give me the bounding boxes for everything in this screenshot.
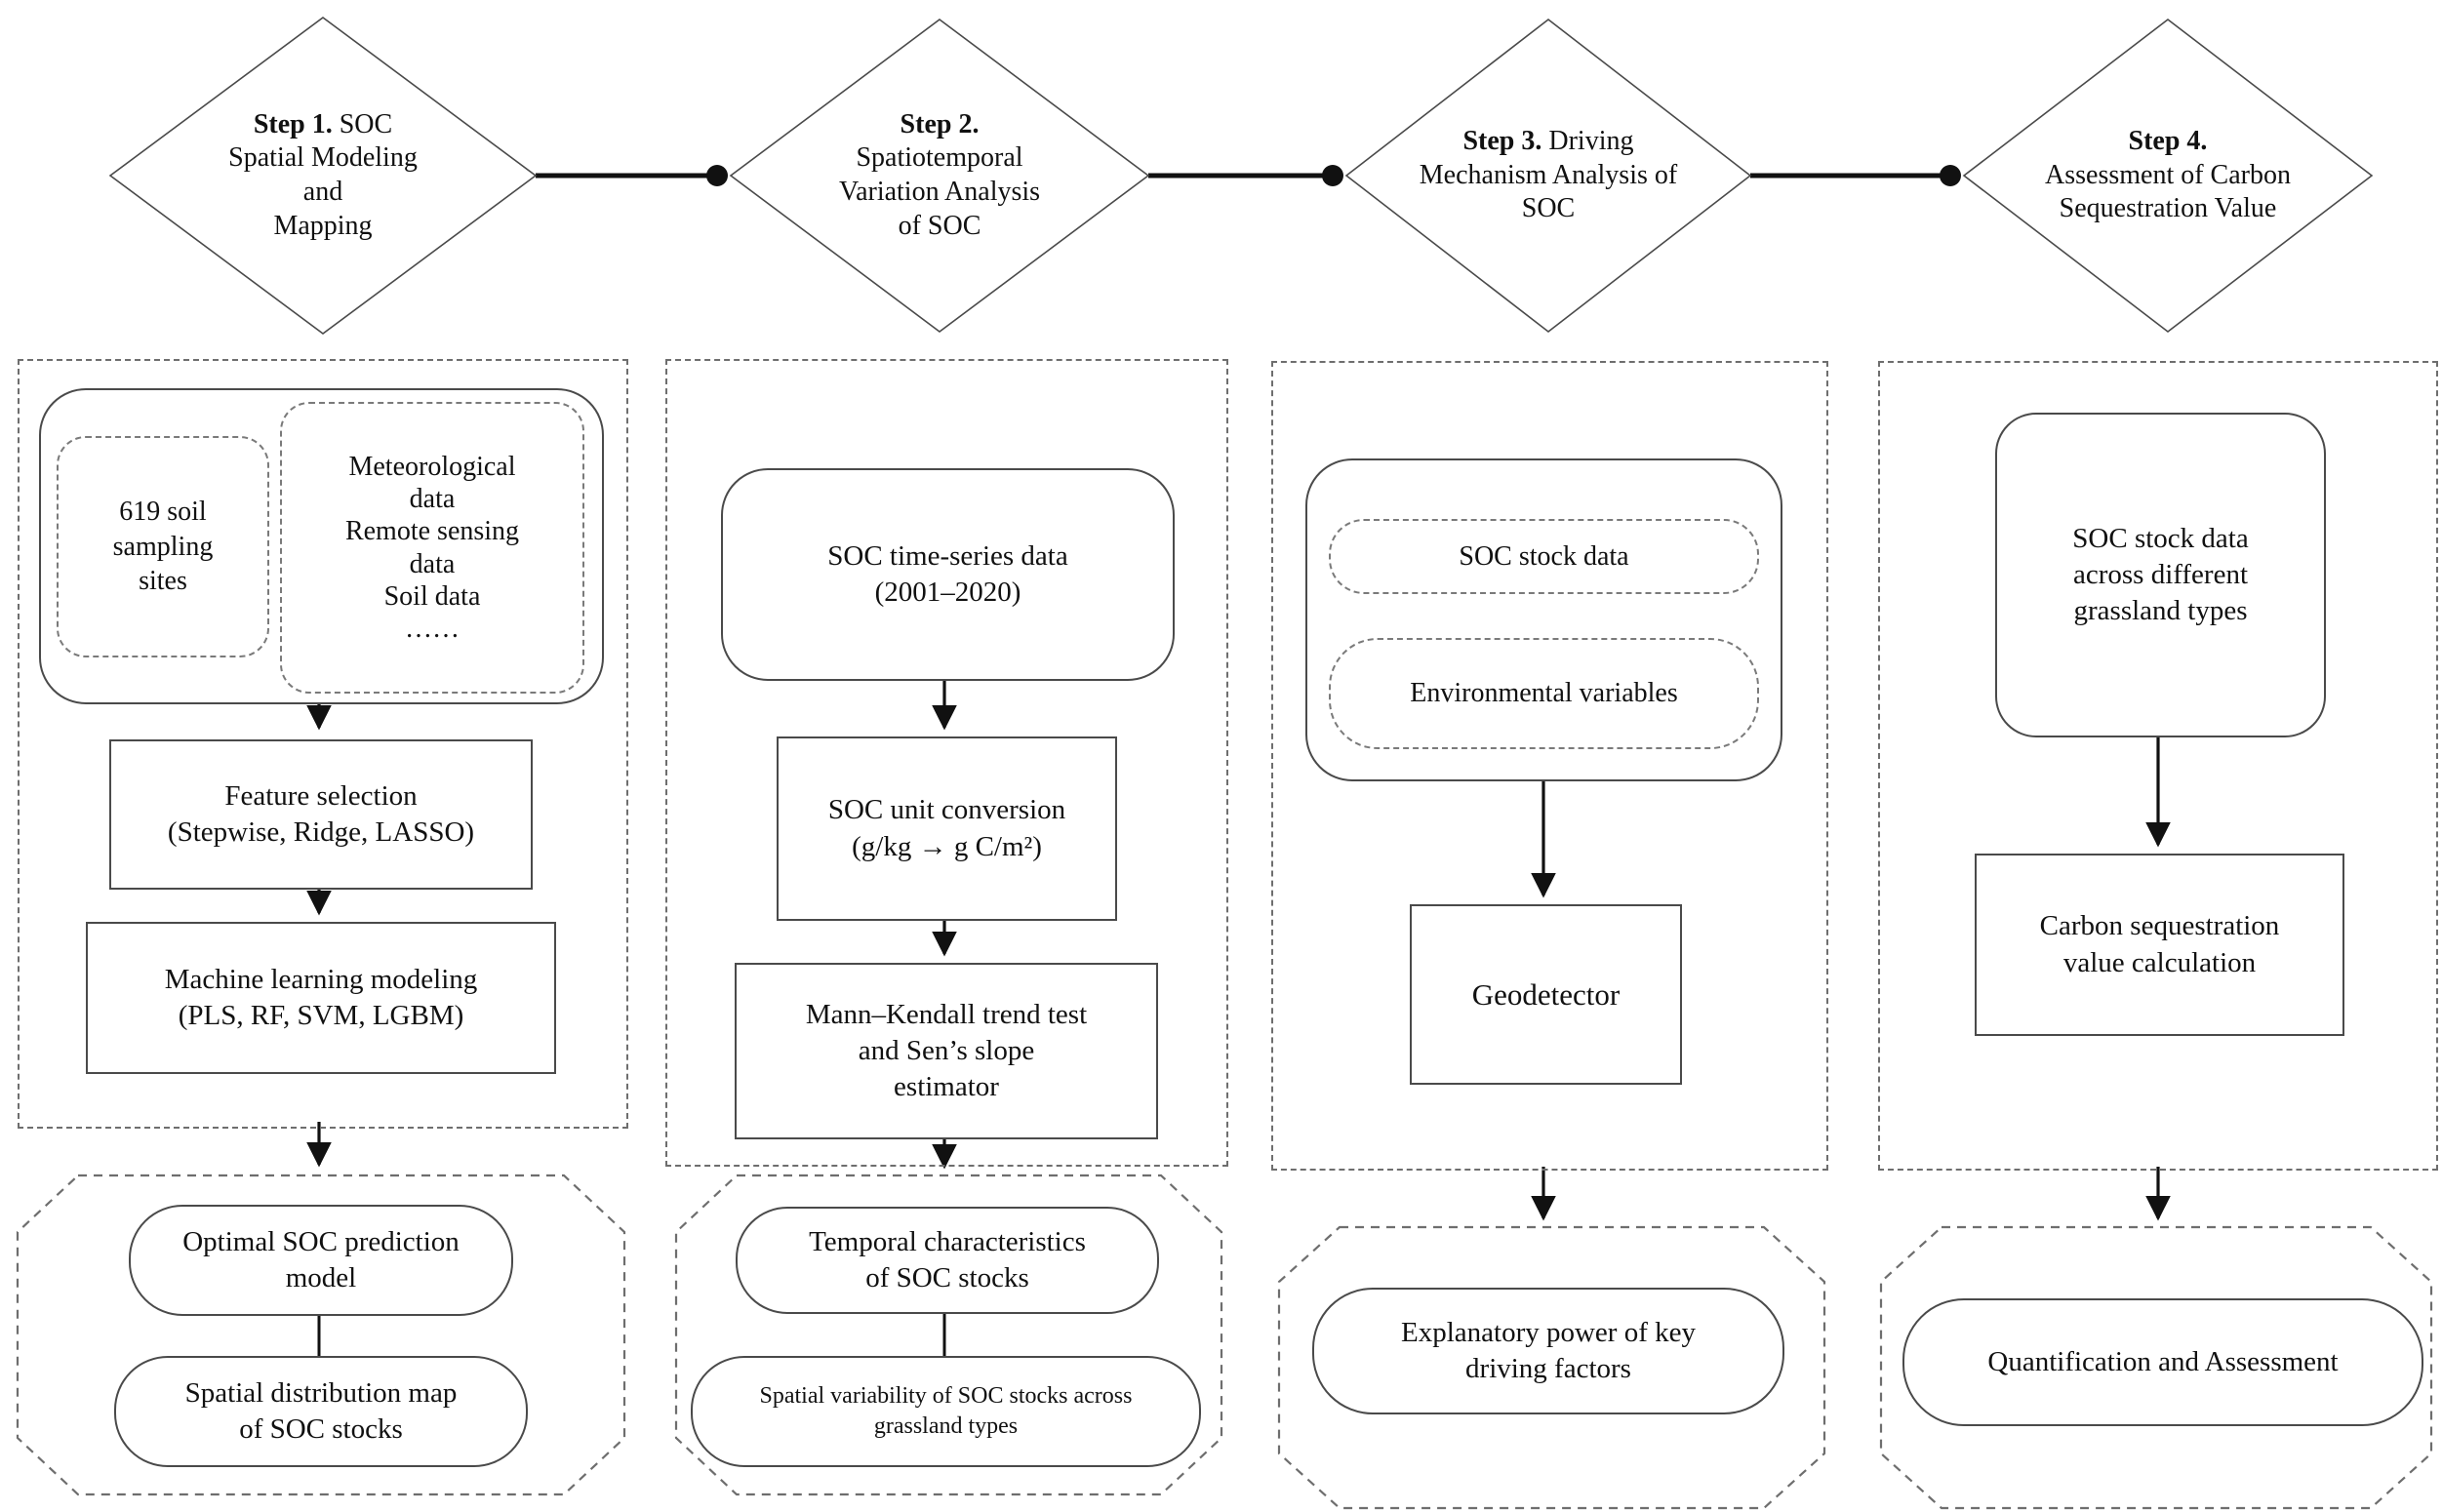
step3-diamond — [1344, 18, 1752, 334]
col1-machine-learning-box: Machine learning modeling (PLS, RF, SVM,… — [86, 922, 556, 1074]
col1-covariate-data-box: Meteorological data Remote sensing data … — [280, 402, 584, 694]
col1-soil-sites-box: 619 soil sampling sites — [57, 436, 269, 657]
step2-label-rest: Spatiotemporal Variation Analysis of SOC — [838, 142, 1041, 241]
step1-label-bold: Step 1. — [253, 108, 333, 139]
step1-diamond — [108, 17, 538, 335]
step3-label-rest: Driving Mechanism Analysis of SOC — [1419, 125, 1678, 224]
col4-carbon-value-box: Carbon sequestration value calculation — [1975, 854, 2344, 1036]
col1-feature-selection-box: Feature selection (Stepwise, Ridge, LASS… — [109, 739, 533, 890]
col4-output-pill: Quantification and Assessment — [1902, 1298, 2423, 1426]
step4-diamond-label: Step 4. Assessment of Carbon Sequestrati… — [1997, 88, 2339, 263]
step3-panel — [1271, 361, 1828, 1171]
step3-diamond-label: Step 3. Driving Mechanism Analysis of SO… — [1378, 88, 1719, 263]
step4-label-rest: Assessment of Carbon Sequestration Value — [2045, 159, 2291, 224]
step1-panel — [18, 359, 628, 1129]
col3-geodetector-box: Geodetector — [1410, 904, 1682, 1085]
col3-env-variables-pill: Environmental variables — [1329, 638, 1759, 749]
step1-label-rest: SOC Spatial Modeling and Mapping — [228, 108, 418, 241]
step2-diamond-label: Step 2. Spatiotemporal Variation Analysi… — [793, 73, 1086, 278]
col2-unit-conversion-box: SOC unit conversion (g/kg → g C/m²) — [777, 736, 1117, 921]
step4-diamond — [1962, 18, 2374, 334]
col1-output-pill-2: Spatial distribution map of SOC stocks — [114, 1356, 528, 1467]
col3-output-pill: Explanatory power of key driving factors — [1312, 1288, 1784, 1414]
step2-label-bold: Step 2. — [900, 108, 980, 139]
step4-label-bold: Step 4. — [2128, 125, 2208, 156]
step-connector-dot-3 — [1940, 165, 1961, 186]
step4-panel — [1878, 361, 2438, 1171]
step2-diamond — [729, 19, 1150, 333]
step3-label-bold: Step 3. — [1462, 125, 1542, 156]
col2-output-pill-2: Spatial variability of SOC stocks across… — [691, 1356, 1201, 1467]
col2-output-pill-1: Temporal characteristics of SOC stocks — [736, 1207, 1159, 1314]
step1-diamond-label: Step 1. SOC Spatial Modeling and Mapping — [177, 73, 469, 278]
step-connector-dot-1 — [706, 165, 728, 186]
col2-timeseries-box: SOC time-series data (2001–2020) — [721, 468, 1175, 681]
col2-mann-kendall-box: Mann–Kendall trend test and Sen’s slope … — [735, 963, 1158, 1139]
col1-output-pill-1: Optimal SOC prediction model — [129, 1205, 513, 1316]
step-connector-dot-2 — [1322, 165, 1343, 186]
col3-soc-stock-pill: SOC stock data — [1329, 519, 1759, 594]
col4-soc-stock-box: SOC stock data across different grasslan… — [1995, 413, 2326, 737]
